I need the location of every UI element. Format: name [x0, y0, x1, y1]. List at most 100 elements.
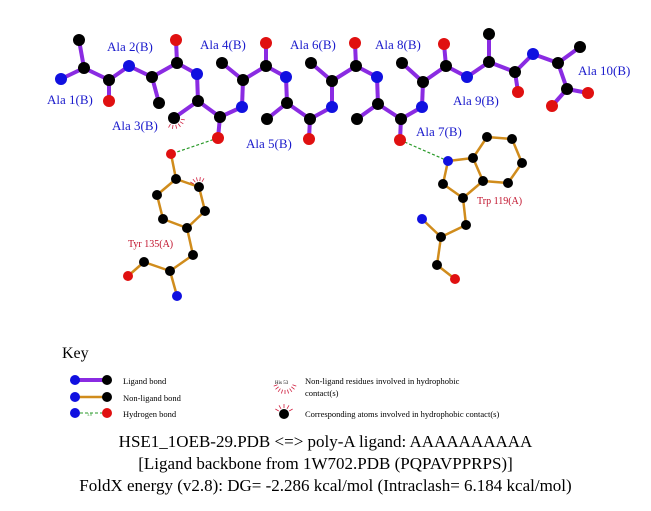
hydrophobic-tick: [286, 405, 290, 410]
hydrophobic-tick: [292, 384, 297, 387]
carbon-atom: [395, 113, 407, 125]
key-hbond-length: 3.0: [87, 412, 92, 417]
nitrogen-atom: [417, 214, 427, 224]
carbon-atom: [461, 220, 471, 230]
hydrophobic-tick: [291, 386, 295, 390]
carbon-atom: [509, 66, 521, 78]
hydrophobic-contact-icon: [190, 177, 205, 185]
carbon-atom: [468, 153, 478, 163]
carbon-atom: [281, 97, 293, 109]
hydrophobic-tick: [289, 388, 293, 393]
hydrophobic-contact-icon: [168, 118, 185, 129]
nitrogen-atom: [527, 48, 539, 60]
nitrogen-atom: [236, 101, 248, 113]
carbon-atom: [158, 214, 168, 224]
oxygen-atom: [103, 95, 115, 107]
hydrophobic-tick: [190, 181, 195, 185]
atoms-layer: [55, 28, 594, 301]
nitrogen-atom: [191, 68, 203, 80]
carbon-atom: [483, 28, 495, 40]
carbon-atom: [478, 176, 488, 186]
carbon-atom: [78, 62, 90, 74]
carbon-atom: [432, 260, 442, 270]
carbon-atom: [139, 257, 149, 267]
nitrogen-atom: [416, 101, 428, 113]
carbon-atom: [200, 206, 210, 216]
footer-line-3: FoldX energy (v2.8): DG= -2.286 kcal/mol…: [79, 476, 572, 495]
nitrogen-atom: [55, 73, 67, 85]
oxygen-atom: [394, 134, 406, 146]
oxygen-atom: [303, 133, 315, 145]
carbon-atom: [214, 111, 226, 123]
carbon-atom: [171, 174, 181, 184]
carbon-atom: [168, 112, 180, 124]
carbon-atom: [351, 113, 363, 125]
nitrogen-atom: [371, 71, 383, 83]
key-carbon-atom: [102, 375, 112, 385]
carbon-atom: [483, 56, 495, 68]
hydrophobic-tick: [180, 118, 185, 121]
oxygen-atom: [260, 37, 272, 49]
key-nitrogen-atom: [70, 375, 80, 385]
carbon-atom: [194, 182, 204, 192]
carbon-atom: [417, 76, 429, 88]
hydrophobic-tick: [277, 388, 281, 393]
residue-label-ala10: Ala 10(B): [578, 63, 630, 78]
footer-line-2: [Ligand backbone from 1W702.PDB (PQPAVPP…: [138, 454, 513, 473]
key-nonligand-bond-label: Non-ligand bond: [123, 393, 182, 403]
residue-label-ala4: Ala 4(B): [200, 37, 246, 52]
hydrophobic-tick: [179, 121, 184, 125]
key-hydrophobic-atom-hatch-icon: [275, 404, 293, 412]
bonds-layer: [60, 34, 589, 297]
key-hydrophobic-residues-label-2: contact(s): [305, 388, 339, 398]
carbon-atom: [574, 41, 586, 53]
carbon-atom: [561, 83, 573, 95]
hydrophobic-tick: [278, 405, 282, 410]
carbon-atom: [260, 60, 272, 72]
residue-label-tyr135: Tyr 135(A): [128, 239, 173, 250]
carbon-atom: [188, 250, 198, 260]
carbon-atom: [517, 158, 527, 168]
residue-label-ala9: Ala 9(B): [453, 93, 499, 108]
carbon-atom: [146, 71, 158, 83]
carbon-atom: [372, 98, 384, 110]
oxygen-atom: [582, 87, 594, 99]
carbon-atom: [153, 97, 165, 109]
hydrophobic-tick: [196, 177, 198, 182]
oxygen-atom: [170, 34, 182, 46]
oxygen-atom: [450, 274, 460, 284]
carbon-atom: [503, 178, 513, 188]
key-hydrophobic-atoms-label: Corresponding atoms involved in hydropho…: [305, 409, 499, 419]
oxygen-atom: [212, 132, 224, 144]
key-hydrophobic-sample: His 53: [275, 381, 289, 386]
nitrogen-atom: [326, 101, 338, 113]
key-nitrogen-atom: [70, 392, 80, 402]
carbon-atom: [152, 190, 162, 200]
residue-label-ala1: Ala 1(B): [47, 92, 93, 107]
residue-label-ala6: Ala 6(B): [290, 37, 336, 52]
key-title: Key: [62, 345, 89, 362]
key-nitrogen-atom: [70, 408, 80, 418]
labels-layer: Ala 1(B) Ala 2(B) Ala 3(B) Ala 4(B) Ala …: [47, 37, 630, 250]
carbon-atom: [192, 95, 204, 107]
residue-label-ala8: Ala 8(B): [375, 37, 421, 52]
carbon-atom: [350, 60, 362, 72]
residue-label-ala7: Ala 7(B): [416, 124, 462, 139]
hydrophobic-tick: [287, 389, 289, 394]
nitrogen-atom: [280, 71, 292, 83]
hydrogen-bond: [399, 139, 449, 162]
nitrogen-atom: [172, 291, 182, 301]
carbon-atom: [436, 232, 446, 242]
hydrophobic-tick: [192, 178, 196, 183]
residue-label-ala3: Ala 3(B): [112, 118, 158, 133]
carbon-atom: [182, 223, 192, 233]
carbon-atom: [482, 132, 492, 142]
key-hydrophobic-atom-icon: [279, 409, 289, 419]
carbon-atom: [326, 75, 338, 87]
residue-label-ala5: Ala 5(B): [246, 136, 292, 151]
hydrophobic-tick: [201, 178, 205, 183]
hydrophobic-tick: [281, 389, 283, 394]
carbon-atom: [396, 57, 408, 69]
residue-label-ala2: Ala 2(B): [107, 39, 153, 54]
hydrophobic-tick: [177, 123, 181, 128]
